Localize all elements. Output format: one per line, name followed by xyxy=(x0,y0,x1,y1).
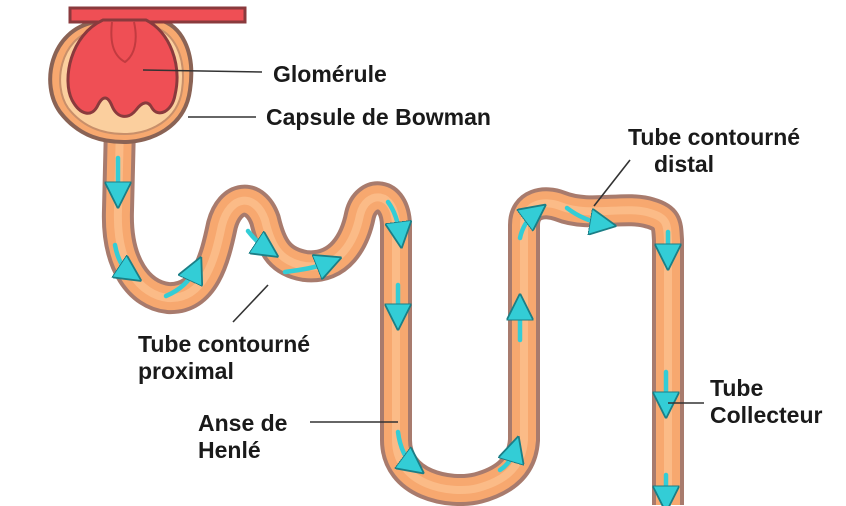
label-tube-proximal-line2: proximal xyxy=(138,358,310,385)
label-anse-henle-line2: Henlé xyxy=(198,437,287,464)
leader-line-proximal xyxy=(233,285,268,322)
label-glomerule: Glomérule xyxy=(273,61,387,88)
label-tube-proximal-line1: Tube contourné xyxy=(138,331,310,358)
label-tube-collecteur: Tube Collecteur xyxy=(710,375,822,429)
label-tube-collecteur-line2: Collecteur xyxy=(710,402,822,429)
label-tube-proximal: Tube contourné proximal xyxy=(138,331,310,385)
label-tube-distal-line1: Tube contourné xyxy=(628,124,800,151)
label-anse-henle-line1: Anse de xyxy=(198,410,287,437)
label-tube-collecteur-line1: Tube xyxy=(710,375,822,402)
label-tube-distal-line2: distal xyxy=(628,151,800,178)
label-anse-henle: Anse de Henlé xyxy=(198,410,287,464)
label-tube-distal: Tube contourné distal xyxy=(628,124,800,178)
label-capsule-bowman: Capsule de Bowman xyxy=(266,104,491,131)
